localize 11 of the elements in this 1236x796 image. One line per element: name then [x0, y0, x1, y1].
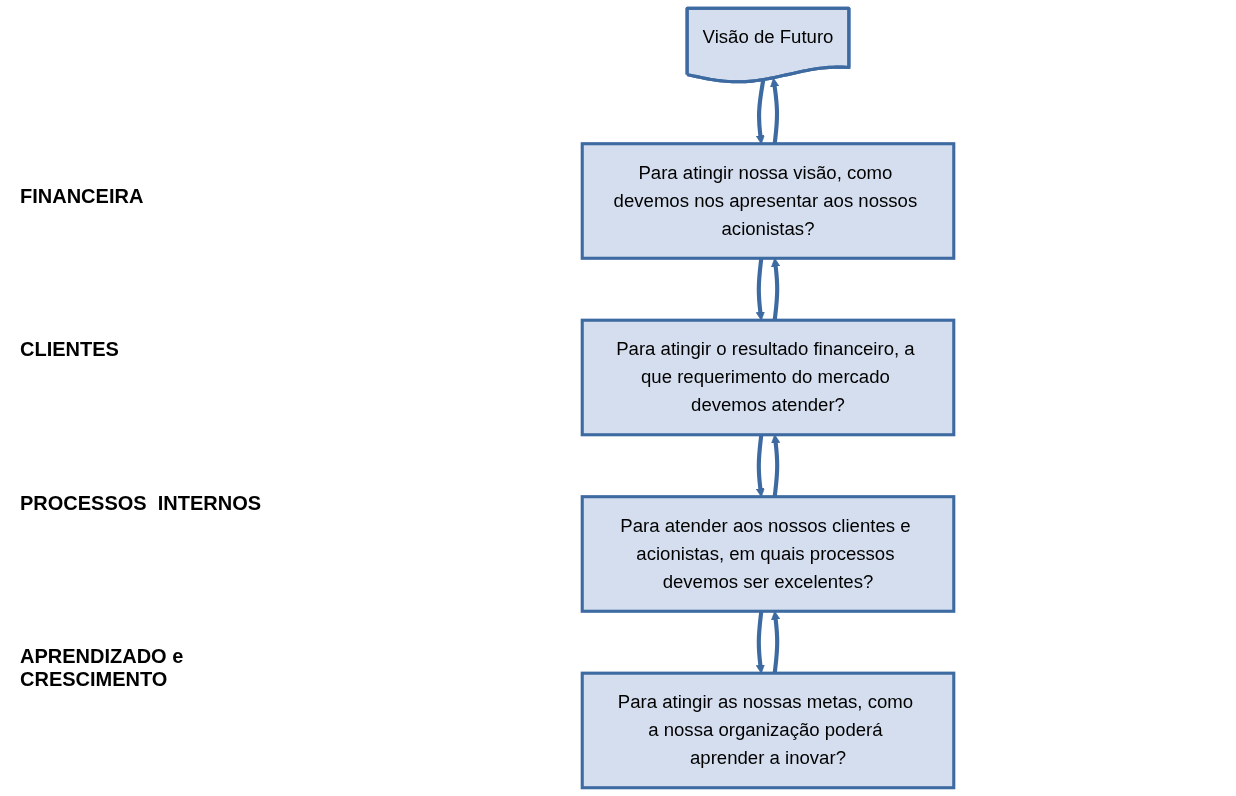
arrow — [755, 611, 765, 674]
perspective-label: FINANCEIRA — [20, 185, 144, 209]
arrow — [771, 434, 781, 497]
perspective-label: CLIENTES — [20, 338, 119, 362]
node-box: Para atingir o resultado financeiro, a que requerimento do mercado devemos atender? — [580, 318, 956, 437]
arrow — [755, 258, 765, 321]
perspective-label: APRENDIZADO e CRESCIMENTO — [20, 644, 185, 691]
perspective-label: PROCESSOS INTERNOS — [20, 491, 262, 515]
node-box: Para atingir nossa visão, como devemos nos apresentar aos nossos acionistas? — [580, 142, 956, 260]
node-box: Para atender aos nossos clientes e acionistas, em quais processos devemos ser excelentes? — [580, 495, 956, 613]
node-box: Para atingir as nossas metas, como a nossa organização poderá aprender a inovar? — [580, 671, 956, 790]
